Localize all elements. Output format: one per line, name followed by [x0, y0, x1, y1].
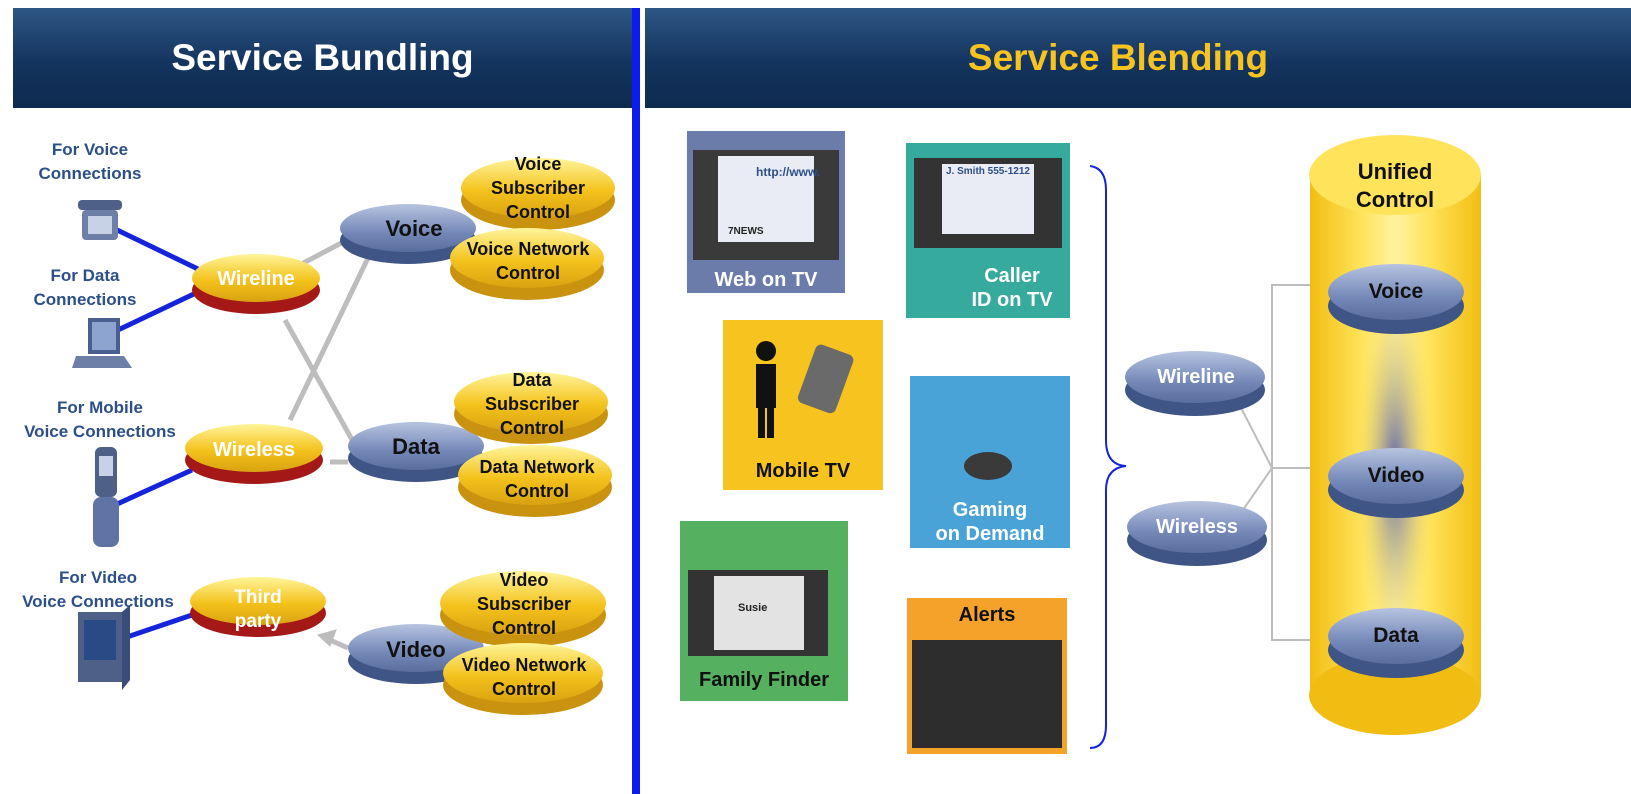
data-subscriber-control: Data Subscriber Control	[484, 370, 580, 438]
laptop-icon	[72, 318, 132, 368]
label-mobile-connections: For Mobile Voice Connections	[24, 398, 176, 441]
label-data-connections: For Data Connections	[33, 266, 137, 309]
label-voice-connections: For Voice Connections	[38, 140, 142, 183]
left-title: Service Bundling	[171, 37, 474, 78]
panel-family-finder: Family Finder	[698, 669, 830, 691]
screen-susie-text: Susie	[738, 602, 768, 614]
voice-subscriber-control: Voice Subscriber Control	[490, 154, 586, 222]
phone-icon	[78, 200, 122, 240]
wireline-disc: Wireline	[217, 268, 295, 290]
panel-mobile-tv: Mobile TV	[755, 460, 851, 482]
data-network-control: Data Network Control	[479, 457, 595, 501]
video-subscriber-control: Video Subscriber Control	[476, 570, 572, 638]
screen-url-text: http://www.	[756, 165, 821, 179]
video-service-disc: Video	[386, 637, 446, 662]
panel-web-on-tv: Web on TV	[714, 269, 818, 291]
divider-line	[632, 8, 640, 794]
voice-service-disc: Voice	[385, 216, 443, 241]
unified-video-disc: Video	[1367, 464, 1425, 487]
wireline-disc-right: Wireline	[1157, 366, 1235, 388]
panel-alerts: Alerts	[958, 604, 1016, 626]
unified-control-title: Unified Control	[1355, 159, 1435, 212]
panel-caller-id: Caller ID on TV	[971, 265, 1053, 311]
left-header: Service Bundling	[13, 8, 632, 108]
voice-network-control: Voice Network Control	[466, 239, 590, 283]
screen-caller-text: J. Smith 555-1212	[946, 166, 1030, 177]
unified-voice-disc: Voice	[1368, 280, 1424, 303]
panel-gaming-on-demand: Gaming on Demand	[935, 499, 1045, 545]
wireless-disc: Wireless	[212, 439, 296, 461]
right-header: Service Blending	[645, 8, 1631, 108]
right-title: Service Blending	[967, 37, 1269, 78]
screen-news-text: 7NEWS	[728, 226, 764, 237]
data-service-disc: Data	[392, 434, 440, 459]
unified-data-disc: Data	[1373, 624, 1419, 647]
wireless-disc-right: Wireless	[1155, 516, 1239, 538]
tv-icon	[78, 605, 130, 690]
video-network-control: Video Network Control	[461, 655, 587, 699]
third-party-disc: Third party	[234, 587, 282, 632]
mobile-phone-icon	[93, 447, 119, 547]
voice-disc-left	[340, 204, 476, 264]
label-video-connections: For Video Voice Connections	[22, 568, 174, 611]
